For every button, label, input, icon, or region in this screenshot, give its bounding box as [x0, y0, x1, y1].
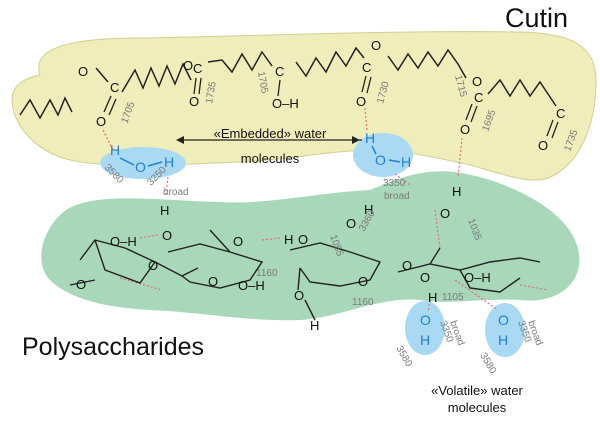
ps-o-4: O: [208, 274, 218, 289]
cutin-atoms: O C O C O O C O–H O C O O C O C O: [78, 38, 565, 153]
wn-1105: 1105: [442, 292, 464, 303]
volatile-label-line2: molecules: [448, 400, 507, 415]
ps-o-5: O: [233, 234, 243, 249]
ps-oh-3: O–H: [464, 270, 491, 285]
atom-c-5: C: [474, 90, 483, 105]
atom-o-7: O: [472, 74, 482, 89]
water-o-1: O: [135, 159, 146, 175]
hydrogen-bonds: [102, 107, 549, 313]
water-h-4: H: [498, 332, 508, 348]
water-h-2b: H: [401, 154, 411, 170]
embedded-label: «Embedded» water molecules: [176, 126, 362, 166]
volatile-water-1: O H 3350 3580 broad: [393, 312, 466, 369]
ps-h-2: H: [284, 232, 293, 247]
wn-3580-c: 3580: [477, 351, 498, 376]
water-halo-1: [100, 147, 186, 179]
atom-c-6: C: [556, 106, 565, 121]
ps-h-3: H: [364, 202, 373, 217]
atom-o-9: O: [538, 138, 548, 153]
wn-1160-a: 1160: [256, 268, 278, 279]
water-halo-2: [353, 133, 413, 177]
atom-o-4: O: [189, 94, 199, 109]
atom-o-8: O: [460, 122, 470, 137]
polysaccharide-atoms: H O O–H O O O O O–H H O O H O O H O H O …: [76, 184, 491, 333]
water-h-1a: H: [110, 142, 120, 158]
atom-c-4: C: [362, 60, 371, 75]
embedded-label-line2: molecules: [241, 151, 300, 166]
water-h-3: H: [420, 332, 430, 348]
atom-oh-1: O–H: [272, 96, 299, 111]
water-h-2a: H: [365, 130, 375, 146]
ps-o-11: O: [440, 206, 450, 221]
atom-c-2: C: [193, 61, 202, 76]
wn-3580-b: 3580: [393, 344, 414, 369]
atom-o-5: O: [371, 38, 381, 53]
water-halo-4: [485, 303, 525, 357]
ps-o-10: O: [402, 258, 412, 273]
wn-1705-b: 1705: [255, 71, 270, 95]
water-h-1b: H: [164, 154, 174, 170]
water-o-3: O: [420, 312, 431, 328]
ps-o-3: O: [76, 277, 86, 292]
water-halo-3: [405, 301, 445, 355]
ps-oh-1: O–H: [110, 234, 137, 249]
water-o-4: O: [498, 312, 509, 328]
ps-h-5: H: [452, 184, 461, 199]
embedded-label-line1: «Embedded» water: [214, 126, 327, 141]
ps-h-6: H: [428, 290, 437, 305]
broad-label-1: broad: [163, 187, 189, 198]
polysaccharides-title: Polysaccharides: [22, 333, 204, 361]
atom-c-1: C: [110, 80, 119, 95]
atom-o-6: O: [356, 94, 366, 109]
water-o-2: O: [375, 152, 386, 168]
cutin-title: Cutin: [505, 3, 568, 33]
wn-1735-a: 1735: [204, 80, 219, 104]
atom-o-3: O: [183, 58, 193, 73]
carbonyl-bonds: [103, 75, 559, 139]
ps-o-1: O: [162, 228, 172, 243]
ps-o-2: O: [148, 258, 158, 273]
atom-o-2: O: [96, 114, 106, 129]
ps-h-4: H: [310, 318, 319, 333]
volatile-label-line1: «Volatile» water: [431, 383, 523, 398]
cutin-region: [11, 31, 597, 181]
ps-o-7: O: [346, 216, 356, 231]
ps-o-9: O: [294, 288, 304, 303]
ps-o-6: O: [298, 232, 308, 247]
wn-3350-a: 3350: [383, 178, 406, 189]
ps-h-1: H: [160, 203, 169, 218]
broad-label-2: broad: [384, 191, 410, 202]
embedded-water-2: H O H 3350 broad: [365, 130, 411, 202]
ps-o-12: O: [420, 270, 430, 285]
atom-c-3: C: [275, 64, 284, 79]
ps-oh-2: O–H: [238, 278, 265, 293]
polysaccharide-chain: [69, 229, 541, 321]
cutin-chain: [19, 46, 557, 120]
ps-o-8: O: [358, 274, 368, 289]
wn-1160-b: 1160: [352, 297, 374, 308]
atom-o-1: O: [78, 64, 88, 79]
